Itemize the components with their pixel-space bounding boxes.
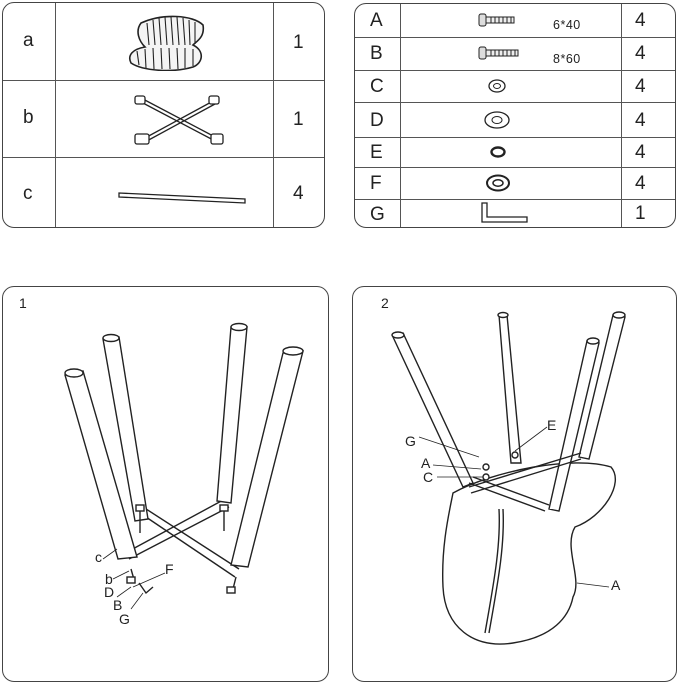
hardware-spec: 6*40	[553, 18, 581, 32]
hardware-row-D: D 4	[355, 102, 675, 138]
part-letter: c	[23, 183, 33, 204]
hardware-letter: D	[370, 110, 384, 131]
hardware-qty: 4	[635, 76, 646, 97]
lock-washer-icon	[486, 174, 510, 192]
callout-A-shell: A	[611, 577, 621, 593]
callout-C: C	[423, 469, 434, 485]
hardware-qty: 4	[635, 173, 646, 194]
cross-frame-icon	[134, 95, 224, 145]
hardware-row-E: E 4	[355, 137, 675, 168]
hardware-qty-divider	[621, 4, 622, 227]
flat-washer-icon	[488, 79, 506, 93]
hardware-qty: 1	[635, 203, 646, 224]
hardware-row-A: A 6*40 4	[355, 4, 675, 38]
leg-icon	[118, 192, 246, 204]
hardware-letter: G	[370, 204, 385, 225]
hardware-qty: 4	[635, 142, 646, 163]
bolt-icon	[478, 13, 515, 27]
part-qty: 1	[293, 109, 304, 130]
step-1-diagram	[64, 322, 304, 610]
hardware-letter: F	[370, 173, 382, 194]
hardware-letter: A	[370, 10, 383, 31]
part-qty: 4	[293, 183, 304, 204]
hardware-letter: C	[370, 76, 384, 97]
part-letter: b	[23, 107, 34, 128]
hardware-spec: 8*60	[553, 52, 581, 66]
allen-key-icon	[481, 202, 528, 223]
hardware-row-B: B 8*60 4	[355, 37, 675, 71]
callout-G: G	[405, 433, 416, 449]
hardware-list-panel: A 6*40 4 B 8*60 4 C 4 D 4	[354, 3, 676, 228]
callout-b: b	[105, 571, 113, 587]
parts-row-b: b 1	[3, 80, 324, 158]
hardware-letter: B	[370, 43, 383, 64]
hardware-qty: 4	[635, 110, 646, 131]
parts-list-panel: a 1 b 1 c	[2, 2, 325, 228]
hardware-row-F: F 4	[355, 167, 675, 200]
hardware-qty: 4	[635, 43, 646, 64]
spring-washer-icon	[490, 146, 506, 158]
callout-c: c	[95, 549, 102, 565]
callout-A: A	[421, 455, 431, 471]
parts-column-divider	[55, 3, 56, 227]
long-bolt-icon	[478, 46, 519, 60]
parts-row-c: c 4	[3, 157, 324, 227]
step-2-diagram	[391, 311, 626, 645]
step-number: 2	[381, 295, 389, 311]
part-qty: 1	[293, 32, 304, 53]
hardware-column-divider	[400, 4, 401, 227]
assembly-step-2-panel: 2 E G A C	[352, 286, 677, 682]
large-washer-icon	[484, 111, 510, 129]
hardware-row-G: G 1	[355, 199, 675, 227]
callout-D: D	[104, 584, 115, 600]
hardware-letter: E	[370, 142, 383, 163]
callout-B: B	[113, 597, 123, 613]
part-letter: a	[23, 30, 34, 51]
callout-F: F	[165, 561, 174, 577]
callout-G: G	[119, 611, 130, 627]
hardware-qty: 4	[635, 10, 646, 31]
step-number: 1	[19, 295, 27, 311]
assembly-step-1-panel: 1 c	[2, 286, 329, 682]
seat-shell-icon	[129, 15, 205, 71]
parts-row-a: a 1	[3, 3, 324, 81]
parts-qty-divider	[273, 3, 274, 227]
hardware-row-C: C 4	[355, 70, 675, 103]
callout-E: E	[547, 417, 557, 433]
